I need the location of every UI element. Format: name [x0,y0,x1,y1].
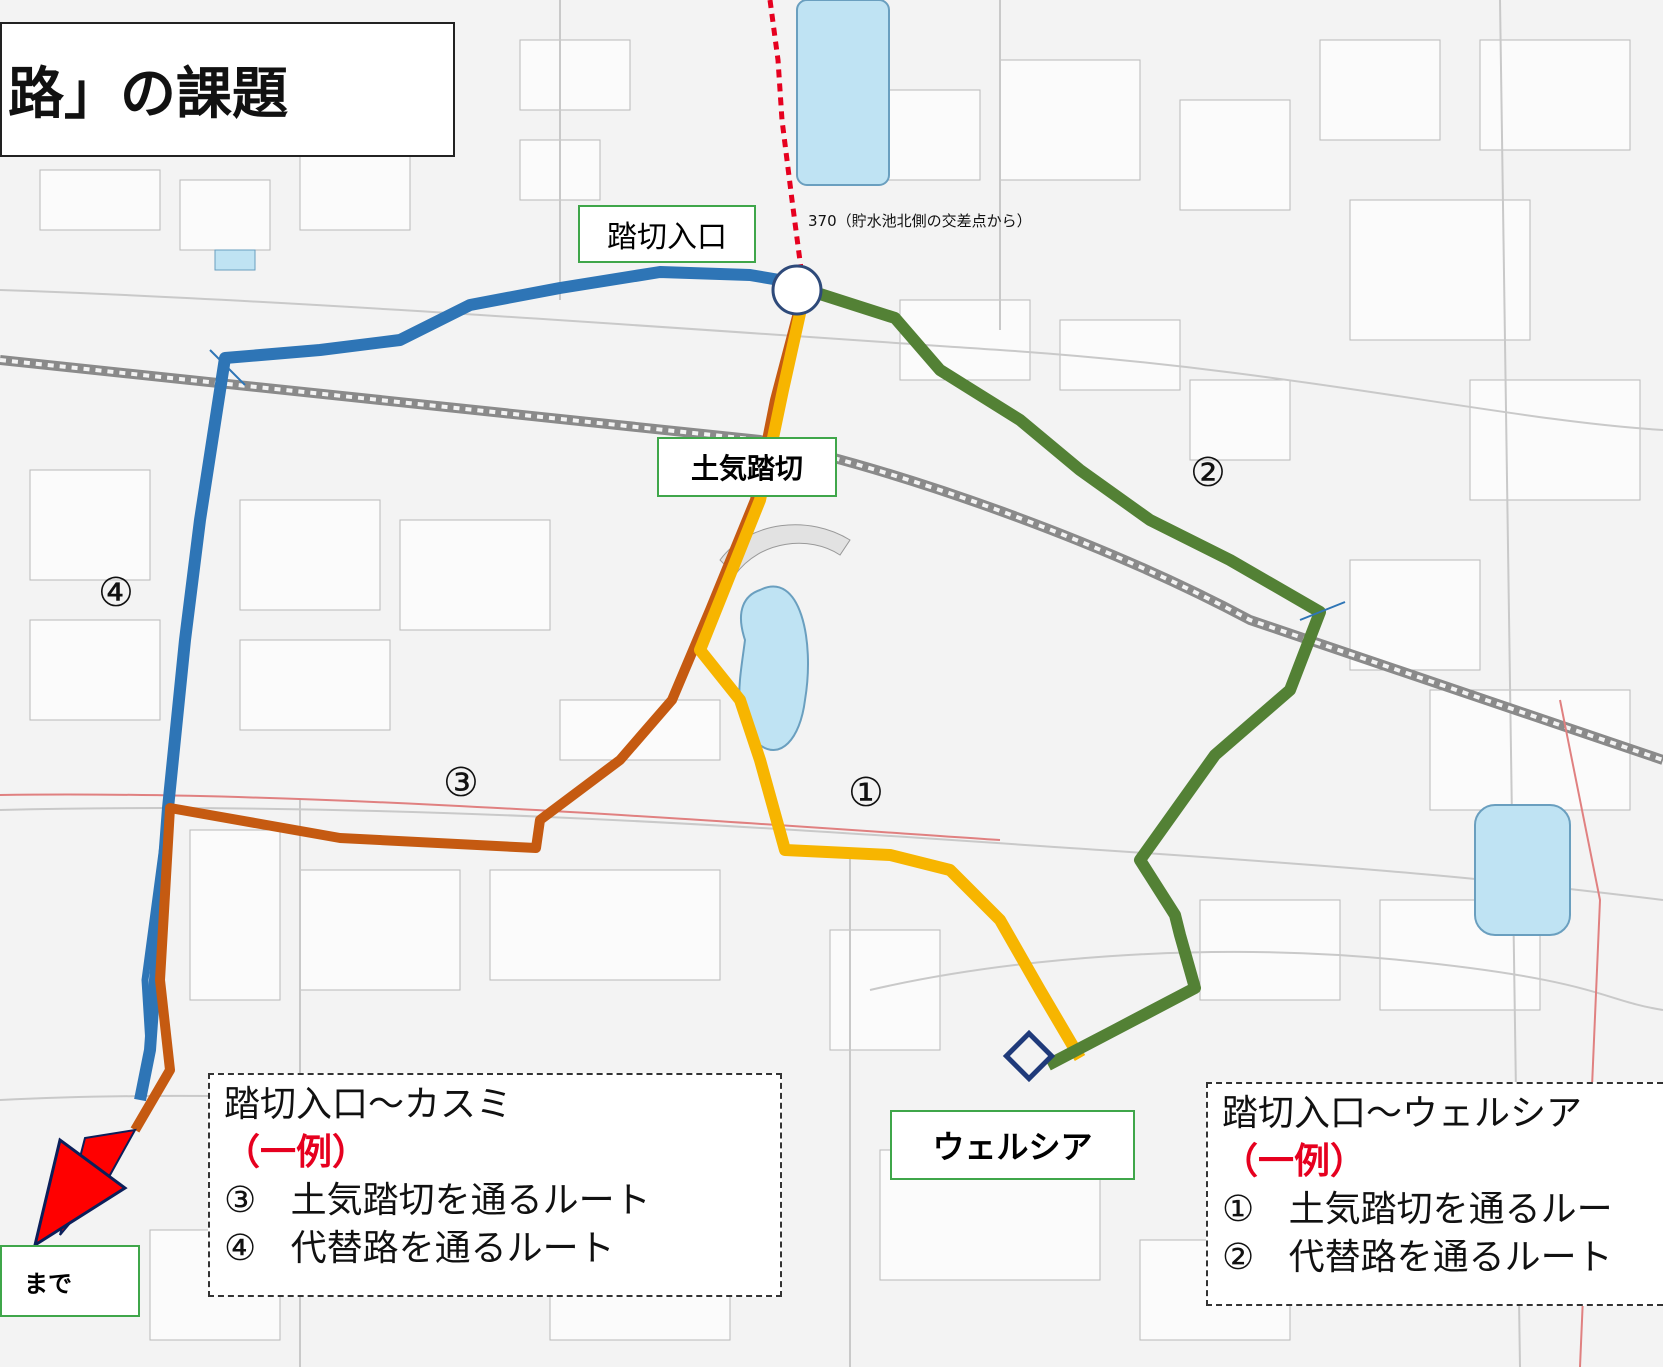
legend-kasumi-heading: 踏切入口～カスミ [224,1084,513,1125]
legend-welcia-item: ② 代替路を通るルート [1222,1237,1613,1278]
reservoir-pond [796,0,890,186]
kasumi-arrow-head [32,1137,128,1249]
label-welcia: ウェルシア [890,1110,1135,1180]
label-made: まで [0,1245,140,1317]
crossing-entrance-circle [771,264,823,316]
legend-welcia-example: （一例） [1222,1141,1367,1182]
legend-kasumi: 踏切入口～カスミ （一例） ③ 土気踏切を通るルート ④ 代替路を通るルート [208,1073,782,1297]
label-dokifumikiri: 土気踏切 [657,437,837,497]
dotted-road [767,0,806,285]
route-2-green [818,288,1326,1071]
route-2-tick [1299,601,1346,621]
page-title: 路」の課題 [0,22,455,157]
stadium-stand [719,524,851,576]
east-pond [1474,804,1571,936]
route-4-tick [209,349,246,386]
route-number-3: ③ [443,760,479,806]
legend-welcia: 踏切入口～ウェルシア （一例） ① 土気踏切を通るルー ② 代替路を通るルート [1206,1082,1663,1306]
legend-kasumi-item: ④ 代替路を通るルート [224,1228,615,1269]
legend-kasumi-item: ③ 土気踏切を通るルート [224,1180,651,1221]
page-title-text: 路」の課題 [8,62,288,127]
legend-welcia-item: ① 土気踏切を通るルー [1222,1189,1613,1230]
route-4-lower [141,807,172,1061]
legend-kasumi-example: （一例） [224,1132,369,1173]
boundary-line [0,793,1001,841]
central-pond [738,585,809,751]
label-fumikiri-iriguchi: 踏切入口 [578,205,756,263]
legend-welcia-heading: 踏切入口～ウェルシア [1222,1093,1583,1134]
route-number-4: ④ [98,570,134,616]
route-number-1: ① [848,770,884,816]
welcia-marker [1002,1029,1056,1083]
small-pool [214,249,256,271]
road-note: 370（貯水池北側の交差点から） [808,212,1032,230]
route-number-2: ② [1190,450,1226,496]
